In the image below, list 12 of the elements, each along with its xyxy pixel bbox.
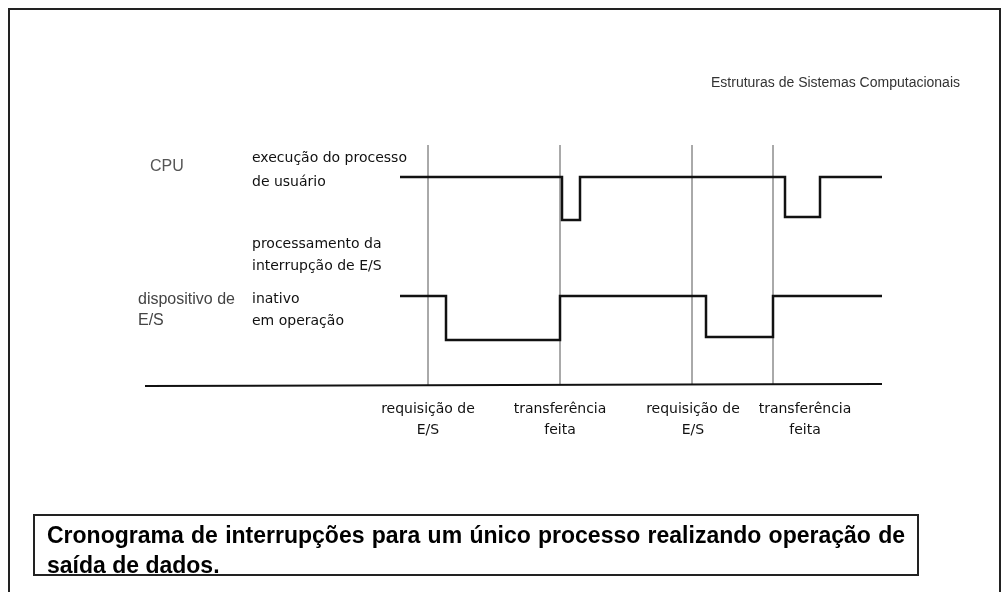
signal-name: CPU [150, 156, 185, 176]
caption-text: Cronograma de interrupções para um único processo realizando operação de saída de dados. [33, 514, 919, 576]
event-label: transferência feita [512, 399, 608, 439]
signal-name: dispositivo de E/S [138, 289, 236, 330]
state-label: em operação [252, 311, 345, 330]
event-label: requisição de E/S [380, 399, 476, 439]
page-header: Estruturas de Sistemas Computacionais [710, 73, 960, 92]
event-label: transferência feita [757, 399, 853, 439]
state-label: processamento da interrupção de E/S [252, 234, 383, 275]
event-label: requisição de E/S [645, 399, 741, 439]
state-label: inativo [252, 289, 301, 308]
state-label: execução do processo de usuário [252, 148, 408, 191]
